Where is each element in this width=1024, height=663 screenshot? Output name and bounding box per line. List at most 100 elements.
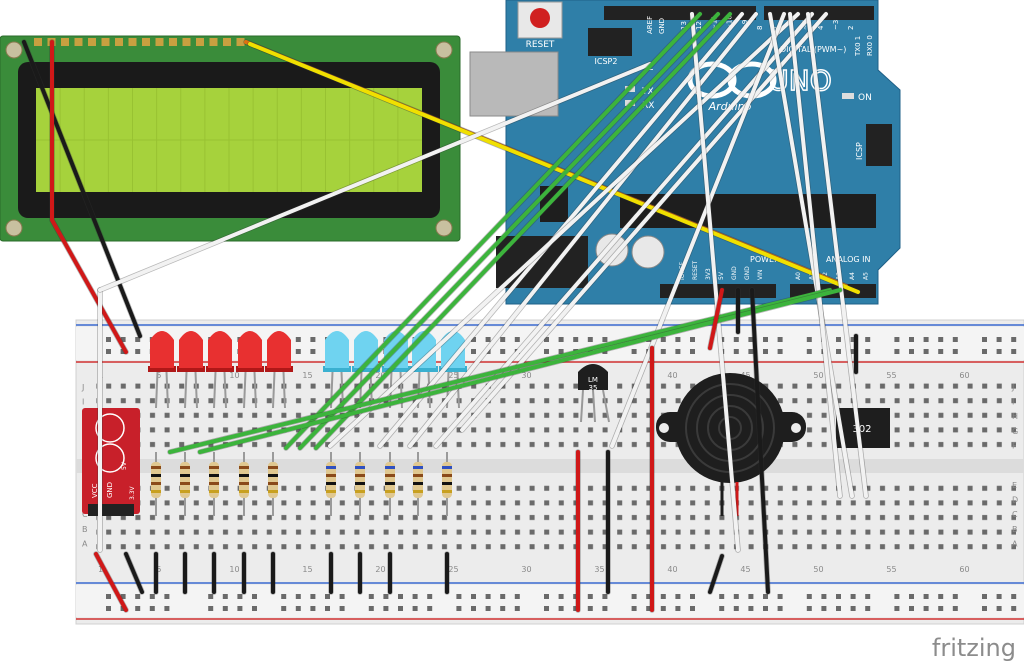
column-number: 50 bbox=[813, 565, 823, 574]
reset-button-cap[interactable] bbox=[530, 8, 550, 28]
icsp2-label: ICSP2 bbox=[595, 57, 618, 66]
lcd-display bbox=[0, 35, 461, 242]
red-led bbox=[206, 331, 234, 409]
analog-pin-label: A0 bbox=[795, 272, 802, 280]
power-pin-label: 3V3 bbox=[705, 268, 712, 280]
rx-label: RX bbox=[642, 101, 654, 111]
wire-black-jumper bbox=[124, 552, 144, 594]
column-number: 25 bbox=[448, 565, 458, 574]
fritzing-brand: fritzing bbox=[932, 634, 1016, 662]
row-letter: E bbox=[1012, 481, 1017, 490]
row-letter: B bbox=[82, 525, 88, 534]
column-number: 55 bbox=[886, 371, 896, 380]
resistor bbox=[239, 452, 249, 516]
module-label-33: 3.3V bbox=[129, 485, 136, 500]
on-led bbox=[842, 93, 854, 99]
column-number: 15 bbox=[302, 371, 312, 380]
wire-green bbox=[314, 12, 732, 450]
column-number: 40 bbox=[667, 565, 677, 574]
lm35-label-line1: LM bbox=[588, 376, 598, 384]
column-number: 40 bbox=[667, 371, 677, 380]
row-letter: I bbox=[82, 398, 84, 407]
icsp2-header bbox=[588, 28, 632, 56]
column-number: 35 bbox=[594, 565, 604, 574]
column-number: 5 bbox=[156, 565, 161, 574]
wire-black bbox=[22, 40, 142, 338]
resistor bbox=[413, 452, 423, 516]
row-letter: J bbox=[1011, 383, 1014, 392]
column-number: 10 bbox=[229, 565, 239, 574]
wire-black-jumper bbox=[708, 554, 724, 594]
digital-pin-label: 13 bbox=[680, 21, 688, 30]
column-number: 10 bbox=[229, 371, 239, 380]
digital-pin-label: ~3 bbox=[832, 20, 840, 30]
column-number: 30 bbox=[521, 371, 531, 380]
resistor bbox=[442, 452, 452, 516]
power-header bbox=[660, 284, 776, 298]
column-number: 55 bbox=[886, 565, 896, 574]
row-letter: C bbox=[82, 510, 88, 519]
power-pin-label: RESET bbox=[692, 260, 699, 280]
lm35-label-line2: 35 bbox=[589, 384, 598, 392]
wire-white bbox=[806, 12, 868, 498]
column-number: 30 bbox=[521, 565, 531, 574]
wire-white bbox=[434, 12, 814, 448]
column-number: 50 bbox=[813, 371, 823, 380]
analog-pin-label: A1 bbox=[809, 272, 816, 280]
power-pin-label: GND bbox=[731, 266, 738, 280]
power-label: POWER bbox=[750, 255, 780, 264]
column-number: 60 bbox=[959, 565, 969, 574]
digital-pin-label: ~10 bbox=[726, 15, 734, 30]
rtc-chip: 302 bbox=[836, 408, 890, 448]
digital-pin-label: 4 bbox=[817, 25, 825, 30]
row-letter: I bbox=[1012, 398, 1014, 407]
digital-pin-label: ~11 bbox=[710, 15, 718, 30]
resistor bbox=[180, 452, 190, 516]
column-number: 1 bbox=[98, 565, 103, 574]
row-letter: D bbox=[1012, 496, 1018, 505]
resistor bbox=[268, 452, 278, 516]
capacitor-1 bbox=[595, 233, 629, 267]
row-letter: B bbox=[1012, 525, 1018, 534]
capacitor-2 bbox=[631, 235, 665, 269]
row-letter: C bbox=[1012, 510, 1018, 519]
red-led bbox=[265, 331, 293, 409]
wire-green bbox=[168, 288, 832, 454]
power-pin-label: VIN bbox=[757, 270, 764, 280]
digital-pin-label: 7 bbox=[771, 26, 779, 30]
usb-port bbox=[469, 51, 559, 117]
column-number: 5 bbox=[156, 371, 161, 380]
row-letter: J bbox=[81, 383, 84, 392]
module-label-gnd: GND bbox=[106, 482, 114, 498]
resistor bbox=[151, 452, 161, 516]
row-letter: F bbox=[1012, 441, 1017, 450]
rxd-label: RX0 0 bbox=[866, 35, 874, 56]
wire-green bbox=[284, 12, 702, 450]
row-letter: H bbox=[1012, 412, 1018, 421]
wire-white bbox=[690, 12, 740, 552]
red-led bbox=[148, 331, 176, 409]
wire-white bbox=[610, 12, 786, 448]
wire-white bbox=[328, 12, 800, 448]
temperature-sensor-lm35: LM 35 bbox=[578, 364, 610, 423]
resistor bbox=[209, 452, 219, 516]
resistor bbox=[326, 452, 336, 516]
module-label-vcc: VCC bbox=[91, 483, 99, 498]
reset-label: RESET bbox=[526, 40, 555, 50]
digital-pin-label: 2 bbox=[847, 26, 855, 30]
sensor-module: VCC GND 5V 3.3V bbox=[82, 408, 140, 516]
txd-label: TX0 1 bbox=[854, 36, 862, 57]
wire-black-jumper bbox=[750, 288, 770, 594]
analog-pin-label: A5 bbox=[863, 272, 870, 280]
resistor bbox=[385, 452, 395, 516]
row-letter: A bbox=[1012, 539, 1018, 548]
red-led bbox=[236, 331, 264, 409]
tx-label: TX bbox=[641, 87, 654, 97]
wire-white bbox=[460, 12, 828, 432]
icsp-header bbox=[866, 124, 892, 166]
wire-red-jumper bbox=[94, 552, 128, 612]
wire-red-jumper bbox=[708, 288, 724, 350]
column-number: 20 bbox=[375, 371, 385, 380]
